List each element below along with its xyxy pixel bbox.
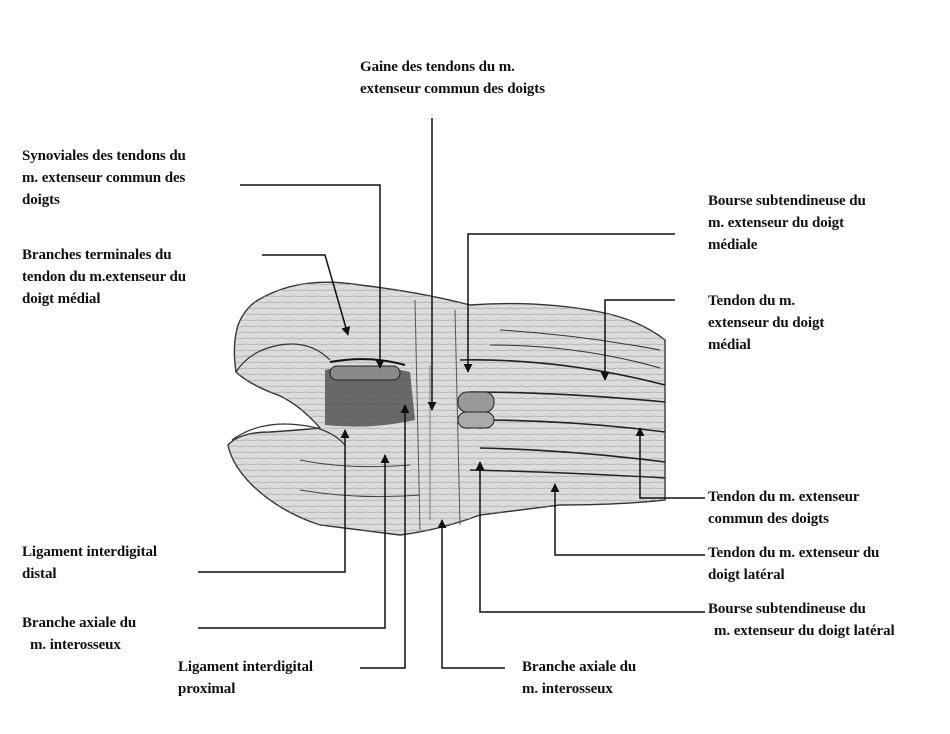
label-tendon-lateral: Tendon du m. extenseur du doigt latéral — [708, 542, 879, 586]
label-line: Bourse subtendineuse du — [708, 601, 866, 617]
label-bourse-mediale: Bourse subtendineuse du m. extenseur du … — [708, 190, 866, 256]
limb-body — [227, 281, 666, 536]
label-line: commun des doigts — [708, 511, 829, 527]
label-tendon-medial: Tendon du m. extenseur du doigt médial — [708, 290, 824, 356]
label-line: Branche axiale du — [522, 659, 637, 675]
label-line: m. extenseur du doigt latéral — [714, 623, 895, 639]
label-line: m. interosseux — [30, 637, 121, 653]
label-branche-axiale-bottom: Branche axiale du m. interosseux — [522, 656, 636, 700]
label-line: Tendon du m. extenseur du — [708, 545, 880, 561]
label-synoviales: Synoviales des tendons du m. extenseur c… — [22, 145, 186, 211]
label-line: doigt latéral — [708, 567, 785, 583]
leader-lines — [198, 118, 705, 669]
label-line: Branche axiale du — [22, 615, 137, 631]
label-line: Ligament interdigital — [22, 544, 157, 560]
label-tendon-commun: Tendon du m. extenseur commun des doigts — [708, 486, 860, 530]
label-ligament-proximal: Ligament interdigital proximal — [178, 656, 313, 700]
label-line: Branches terminales du — [22, 247, 172, 263]
label-line: Bourse subtendineuse du — [708, 193, 866, 209]
label-line: doigt médial — [22, 291, 101, 307]
label-line: m. extenseur du doigt — [708, 215, 844, 231]
label-line: doigts — [22, 192, 60, 208]
label-branche-axiale-left: Branche axiale du m. interosseux — [22, 612, 136, 656]
label-line: extenseur commun des doigts — [360, 81, 545, 97]
label-line: proximal — [178, 681, 236, 697]
label-branches-terminales: Branches terminales du tendon du m.exten… — [22, 244, 186, 310]
label-line: Gaine des tendons du m. — [360, 59, 515, 75]
label-line: m. interosseux — [522, 681, 613, 697]
label-line: médial — [708, 337, 751, 353]
label-bourse-laterale: Bourse subtendineuse du m. extenseur du … — [708, 598, 895, 642]
label-line: m. extenseur commun des — [22, 170, 186, 186]
label-line: tendon du m.extenseur du — [22, 269, 187, 285]
label-line: extenseur du doigt — [708, 315, 825, 331]
label-line: distal — [22, 566, 57, 582]
label-line: Tendon du m. extenseur — [708, 489, 860, 505]
label-gaine-tendons: Gaine des tendons du m. extenseur commun… — [360, 56, 545, 100]
label-line: Tendon du m. — [708, 293, 796, 309]
label-line: médiale — [708, 237, 758, 253]
label-line: Synoviales des tendons du — [22, 148, 186, 164]
label-line: Ligament interdigital — [178, 659, 313, 675]
label-ligament-distal: Ligament interdigital distal — [22, 541, 157, 585]
